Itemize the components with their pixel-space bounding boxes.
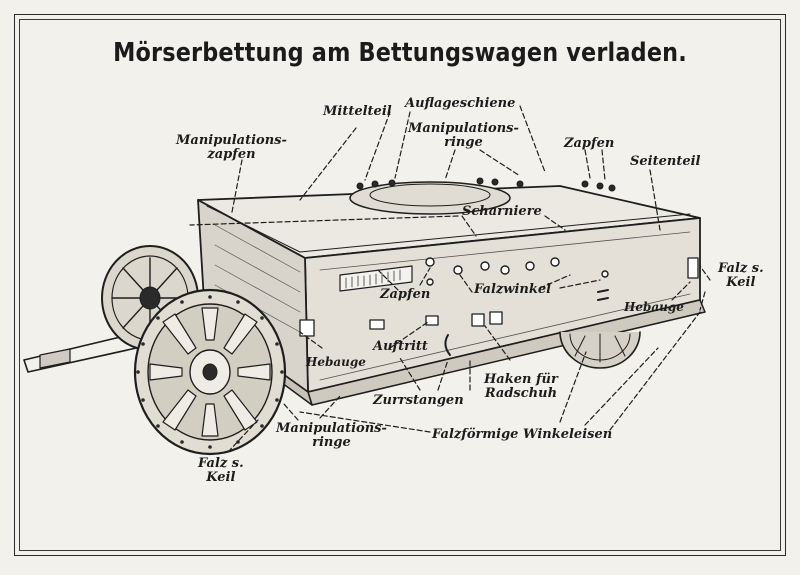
leader-lines	[189, 105, 711, 453]
label-hebauge-right: Hebauge	[624, 300, 684, 314]
label-hebauge-left: Hebauge	[306, 355, 366, 369]
side-fittings	[299, 257, 699, 356]
wagon-box	[197, 185, 706, 406]
inner-frame	[19, 19, 781, 551]
diagram-title: Mörserbettung am Bettungswagen verladen.	[113, 38, 687, 68]
label-seitenteil: Seitenteil	[630, 154, 701, 169]
wheel-rivets	[136, 295, 284, 449]
label-falz-keil-left: Falz s. Keil	[198, 456, 244, 485]
label-mittelteil: Mittelteil	[323, 104, 392, 119]
label-zapfen-top: Zapfen	[564, 136, 615, 151]
label-scharniere: Scharniere	[462, 204, 542, 219]
label-auflageschiene: Auflageschiene	[405, 96, 516, 111]
top-ring	[349, 181, 511, 215]
label-zapfen-mid: Zapfen	[380, 287, 431, 302]
outer-frame	[14, 14, 786, 556]
label-falzwinkel: Falzwinkel	[474, 282, 552, 297]
label-manipulationsringe-top: Manipulations- ringe	[408, 121, 519, 150]
label-manipulationszapfen: Manipulations- zapfen	[176, 133, 287, 162]
label-manipulationsringe-bottom: Manipulations- ringe	[276, 421, 387, 450]
front-wheel	[133, 288, 287, 456]
label-falzfoermige-winkeleisen: Falzförmige Winkeleisen	[432, 427, 613, 442]
rear-wheel	[559, 331, 641, 369]
label-auftritt: Auftritt	[373, 339, 428, 354]
top-bolts	[356, 177, 616, 192]
label-zurrstangen: Zurrstangen	[373, 393, 464, 408]
side-bolts	[425, 257, 609, 286]
scale-plate	[339, 265, 413, 292]
label-falz-keil-right: Falz s. Keil	[718, 261, 764, 290]
label-haken-radschuh: Haken für Radschuh	[484, 372, 558, 401]
